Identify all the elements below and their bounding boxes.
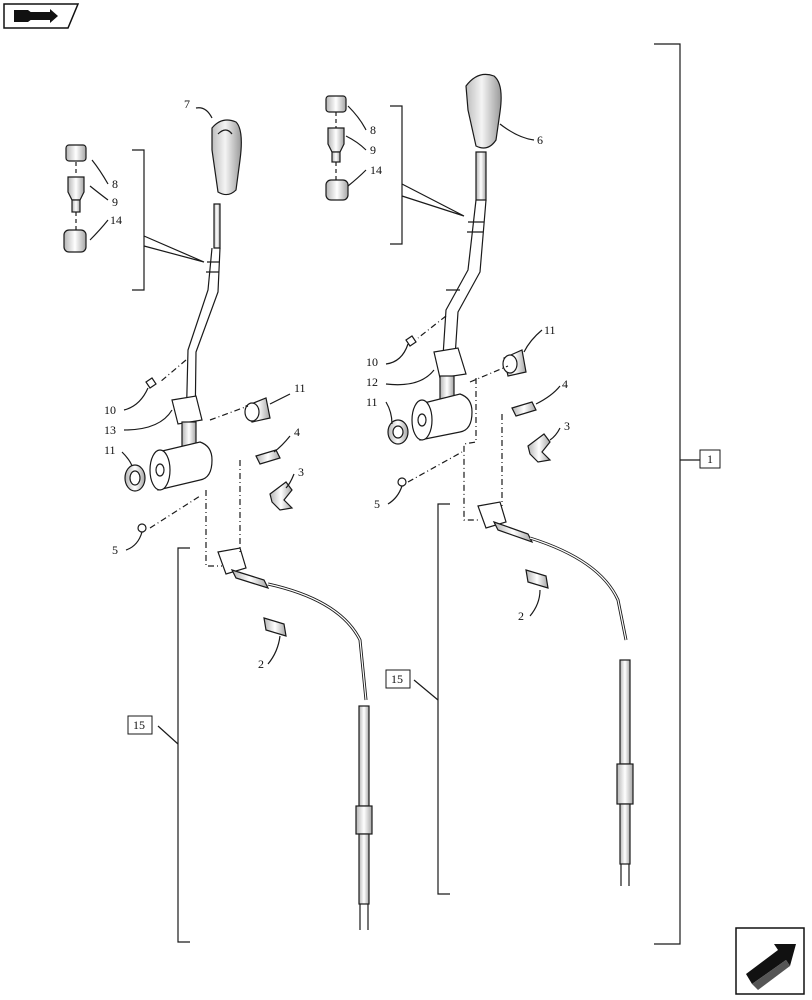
callout-2: 2 [258,657,264,671]
next-page-arrow-icon[interactable] [735,927,805,995]
knob-part-7 [211,119,242,249]
callout-8: 8 [112,177,118,191]
callout-6: 6 [537,133,543,147]
callout-5: 5 [374,497,380,511]
callout-box-15 [127,715,153,735]
callout-3: 3 [564,419,570,433]
callout-7: 7 [184,97,190,111]
callout-10: 10 [366,355,378,369]
callout-3: 3 [298,465,304,479]
callout-12: 12 [366,375,378,389]
callout-4: 4 [294,425,300,439]
callout-9: 9 [370,143,376,157]
book-arrow-icon[interactable] [3,3,80,29]
callout-11: 11 [544,323,556,337]
knob-part-6 [465,73,502,201]
callout-1: 1 [707,452,713,466]
callout-labels: 7 8 9 14 10 13 11 11 4 3 5 2 15 6 8 9 14… [104,97,721,735]
callout-11: 11 [294,381,306,395]
callout-5: 5 [112,543,118,557]
callout-15: 15 [133,718,145,732]
left-lever-assembly [63,107,373,943]
callout-box-15 [385,669,411,689]
callout-11: 11 [104,443,116,457]
callout-box-1 [699,449,721,469]
callout-11: 11 [366,395,378,409]
callout-8: 8 [370,123,376,137]
callout-14: 14 [110,213,122,227]
callout-13: 13 [104,423,116,437]
callout-2: 2 [518,609,524,623]
callout-14: 14 [370,163,382,177]
callout-10: 10 [104,403,116,417]
callout-4: 4 [562,377,568,391]
callout-9: 9 [112,195,118,209]
callout-15: 15 [391,672,403,686]
right-lever-assembly [325,43,700,945]
